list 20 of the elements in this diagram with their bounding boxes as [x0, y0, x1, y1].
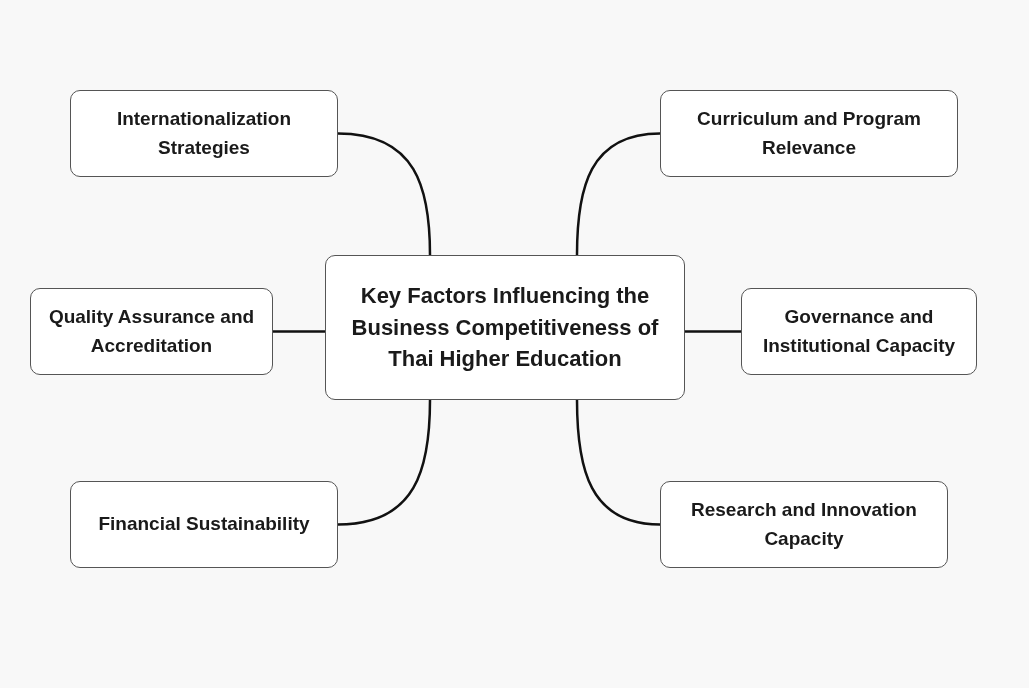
factor-label: Governance and Institutional Capacity — [761, 305, 957, 358]
factor-box — [660, 481, 948, 568]
central-topic-box — [325, 255, 685, 400]
connector-line — [337, 132, 432, 256]
factor-box — [741, 288, 977, 375]
factor-box — [70, 90, 338, 177]
connector-line — [273, 330, 325, 333]
factor-label: Quality Assurance and Accreditation — [47, 305, 256, 358]
factor-box — [30, 288, 273, 375]
connector-line — [575, 132, 661, 256]
factor-label: Curriculum and Program Relevance — [696, 107, 922, 160]
factor-label: Research and Innovation Capacity — [690, 498, 918, 551]
connector-line — [685, 330, 741, 333]
factor-label: Internationalization Strategies — [115, 107, 293, 160]
factor-label: Key Factors Influencing the Business Competitiveness of Thai Higher Education — [350, 281, 660, 374]
connector-line — [575, 399, 661, 526]
factor-box — [70, 481, 338, 568]
factor-box — [660, 90, 958, 177]
factor-label: Financial Sustainability — [97, 512, 311, 537]
connector-line — [337, 399, 432, 526]
